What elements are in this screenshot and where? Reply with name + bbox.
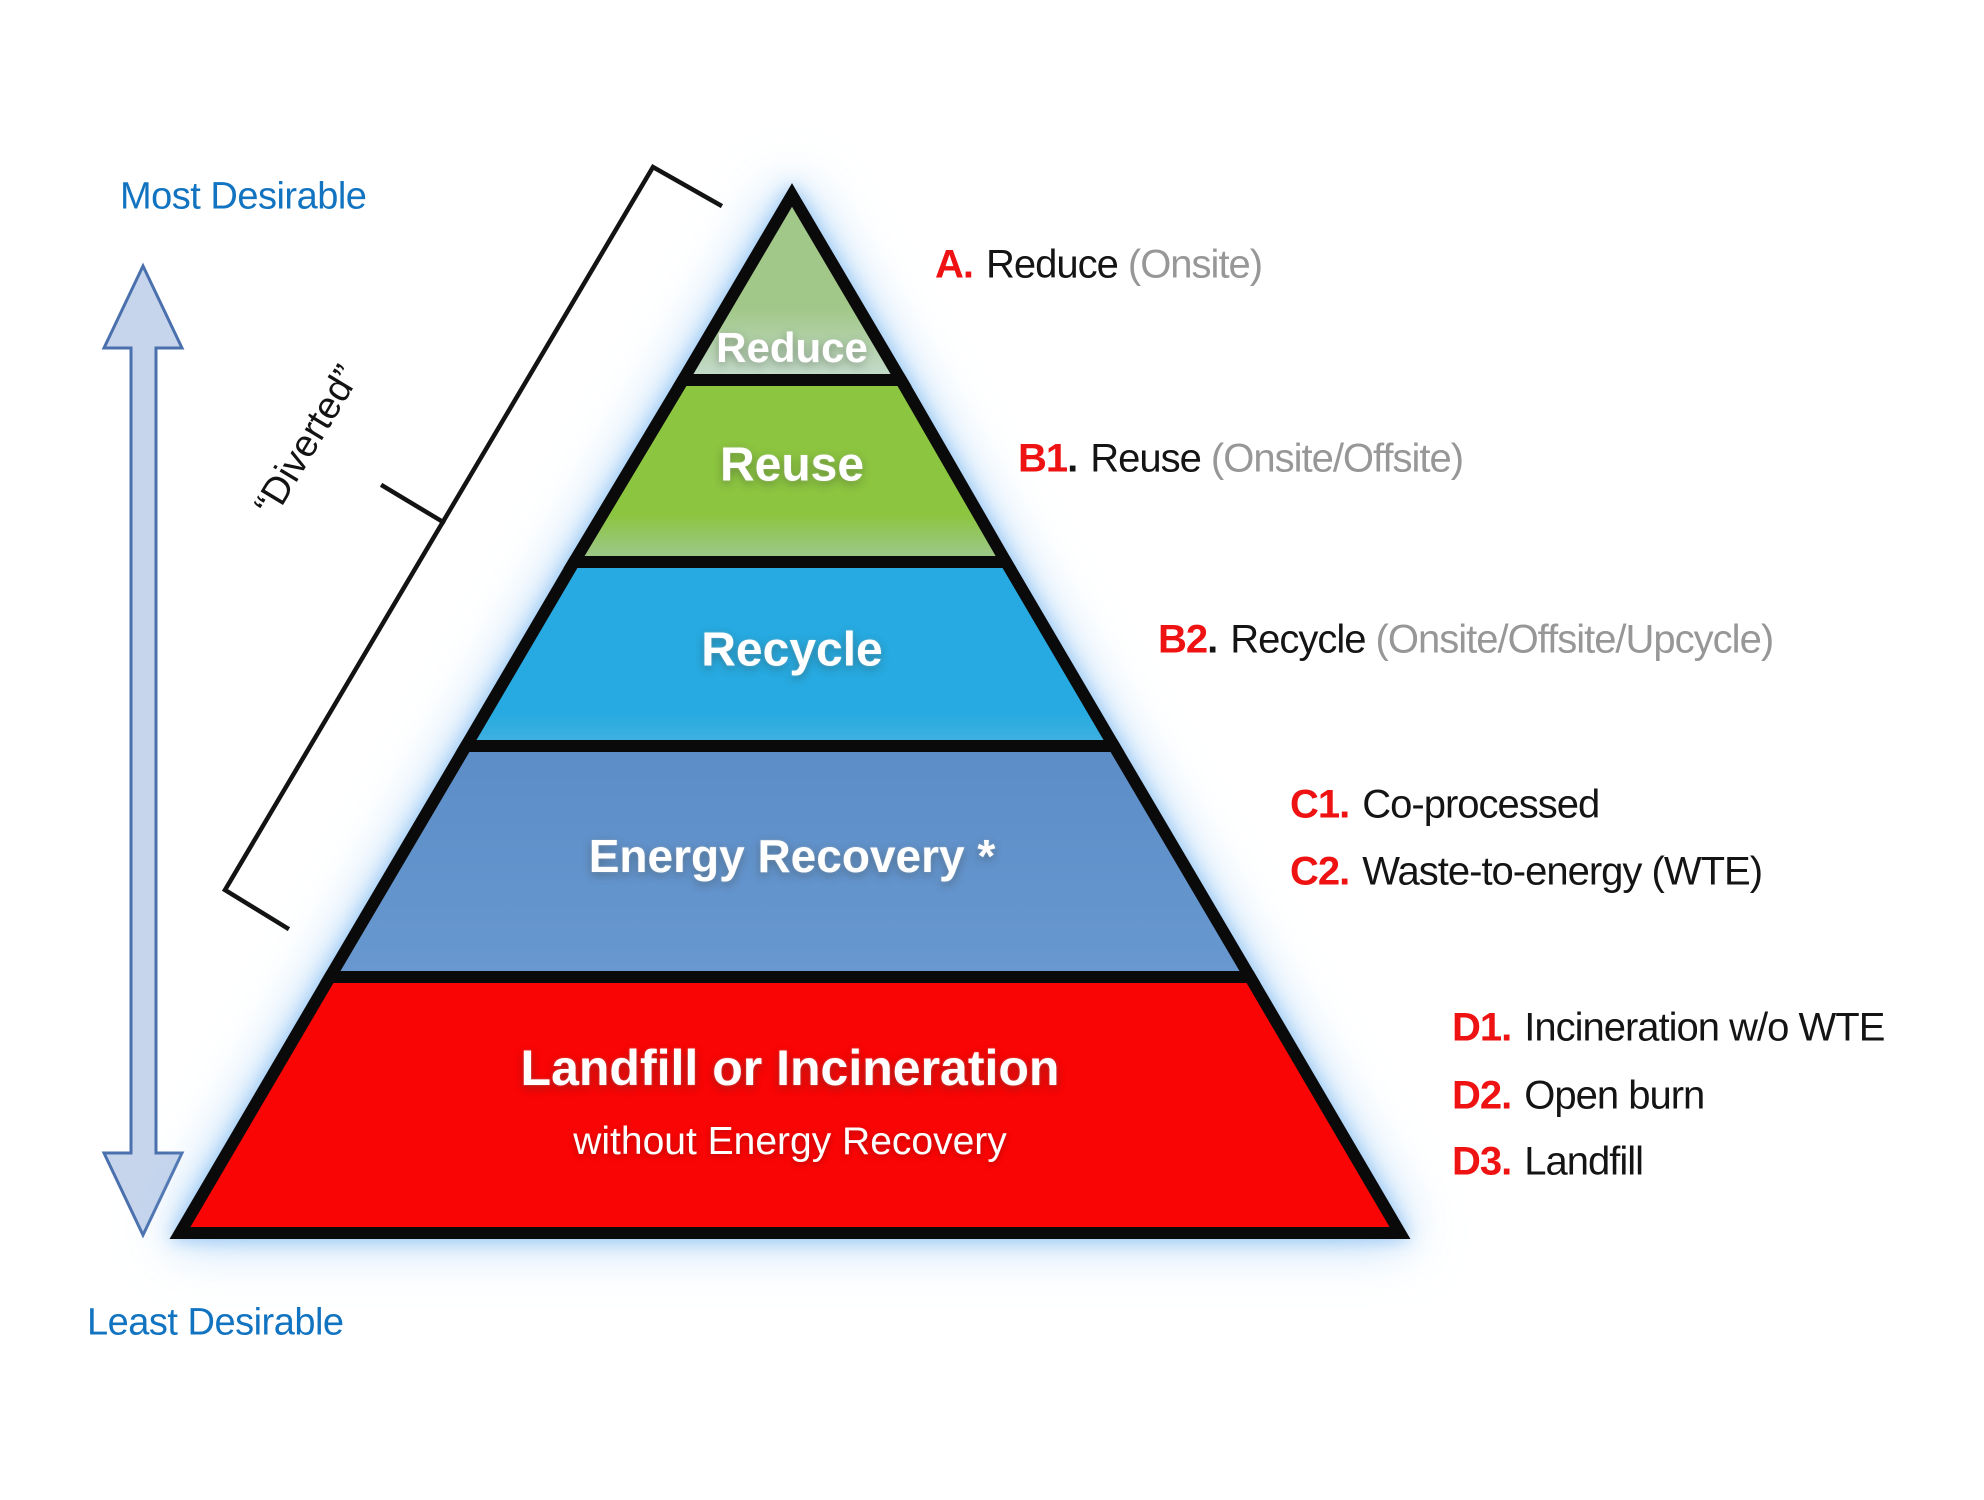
annotation-text: Reuse bbox=[1090, 436, 1202, 481]
annotation-paren: (Onsite/Offsite/Upcycle) bbox=[1375, 617, 1775, 662]
annotation-text: Incineration w/o WTE bbox=[1524, 1005, 1885, 1050]
annotation-paren: (Onsite) bbox=[1127, 242, 1263, 287]
most-desirable-label: Most Desirable bbox=[120, 175, 367, 218]
desirability-arrow bbox=[101, 262, 185, 1239]
layer-landfill-label: Landfill or Incineration bbox=[520, 1040, 1060, 1096]
annotation-code: C1. bbox=[1290, 782, 1350, 827]
layer-energy-label: Energy Recovery * bbox=[588, 830, 996, 882]
least-desirable-label: Least Desirable bbox=[87, 1301, 344, 1344]
annotation-code: A. bbox=[935, 242, 974, 287]
annotation-c1: C1. Co-processed bbox=[1290, 782, 1600, 828]
annotation-code: D3. bbox=[1452, 1139, 1512, 1184]
layer-reuse-label: Reuse bbox=[719, 438, 865, 492]
layer-landfill-sublabel: without Energy Recovery bbox=[573, 1120, 1007, 1163]
annotation-text: Co-processed bbox=[1362, 782, 1600, 827]
annotation-paren: (Onsite/Offsite) bbox=[1210, 436, 1464, 481]
annotation-code: B2 bbox=[1158, 617, 1208, 662]
annotation-text: Recycle bbox=[1230, 617, 1366, 662]
annotation-text: Open burn bbox=[1524, 1073, 1705, 1118]
annotation-c2: C2. Waste-to-energy (WTE) bbox=[1290, 849, 1763, 895]
layer-reduce-label: Reduce bbox=[716, 324, 868, 371]
annotation-b2: B2.Recycle(Onsite/Offsite/Upcycle) bbox=[1158, 617, 1775, 662]
annotation-d2: D2. Open burn bbox=[1452, 1073, 1705, 1119]
annotation-text: Waste-to-energy (WTE) bbox=[1362, 849, 1763, 894]
layer-recycle-label: Recycle bbox=[701, 623, 883, 677]
annotation-code: C2. bbox=[1290, 849, 1350, 894]
diverted-bracket bbox=[221, 163, 724, 932]
annotation-d1: D1. Incineration w/o WTE bbox=[1452, 1005, 1885, 1051]
annotation-text: Reduce bbox=[986, 242, 1119, 287]
pyramid bbox=[169, 183, 1411, 1239]
annotation-d3: D3. Landfill bbox=[1452, 1139, 1644, 1185]
annotation-code: D1. bbox=[1452, 1005, 1512, 1050]
layer-landfill-shape bbox=[169, 971, 1411, 1239]
annotation-text: Landfill bbox=[1524, 1139, 1644, 1184]
annotation-a: A. Reduce(Onsite) bbox=[935, 242, 1263, 288]
annotation-code: D2. bbox=[1452, 1073, 1512, 1118]
annotation-b1: B1.Reuse(Onsite/Offsite) bbox=[1018, 436, 1464, 481]
annotation-code: B1 bbox=[1018, 436, 1068, 481]
